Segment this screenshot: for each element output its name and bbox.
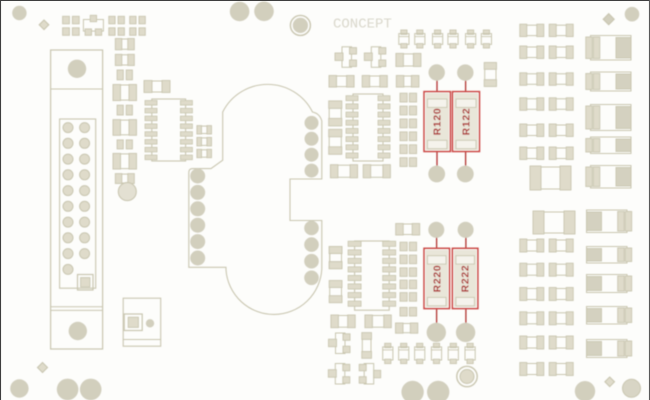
svg-text:R222: R222 xyxy=(461,265,472,293)
svg-text:CONCEPT: CONCEPT xyxy=(333,16,392,32)
svg-text:R122: R122 xyxy=(462,108,473,136)
svg-text:R220: R220 xyxy=(432,265,443,293)
svg-text:R120: R120 xyxy=(433,108,444,136)
